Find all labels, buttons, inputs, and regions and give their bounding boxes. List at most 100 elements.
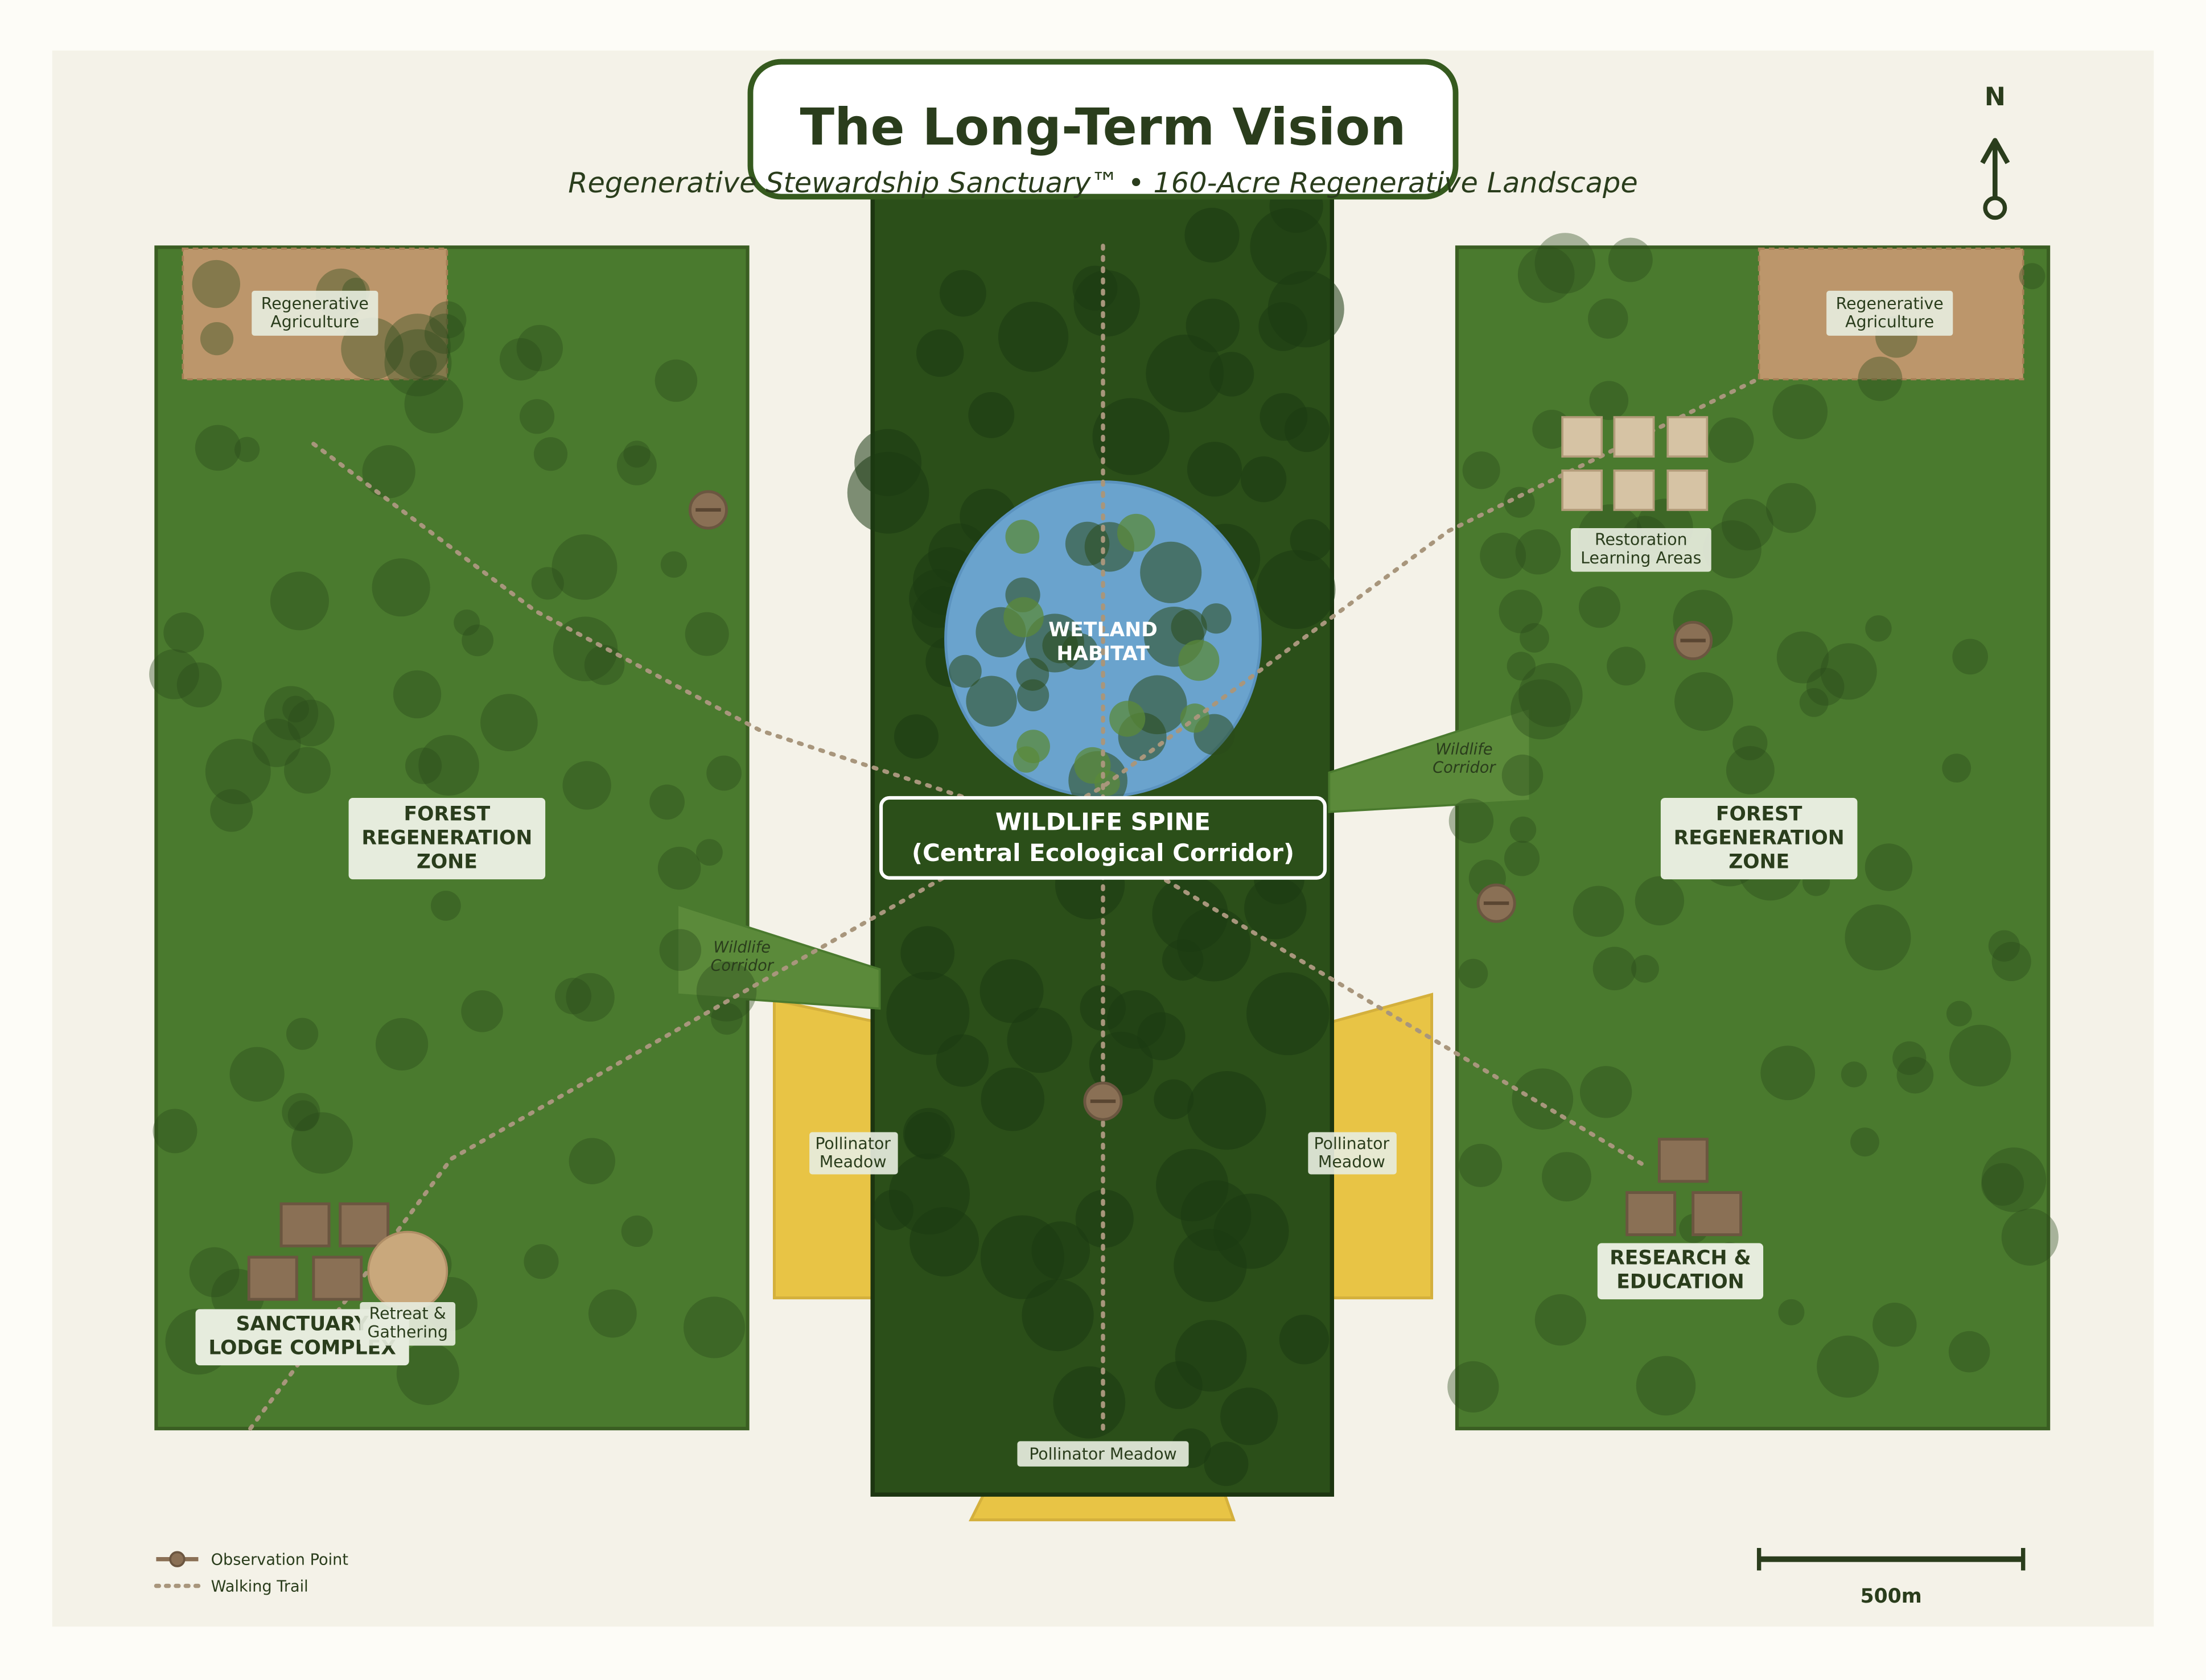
tree-canopy: [1156, 1148, 1229, 1222]
legend-observation-label: Observation Point: [211, 1551, 348, 1569]
observation-point[interactable]: [688, 490, 728, 530]
north-arrow: N: [1980, 83, 2010, 220]
tree-canopy: [1162, 939, 1204, 981]
observation-point[interactable]: [1476, 883, 1516, 923]
tree-canopy: [979, 959, 1044, 1023]
tree-canopy: [659, 929, 702, 971]
zone-labels: Regenerative Agriculture Regenerative Ag…: [195, 290, 1953, 1467]
tree-canopy: [404, 374, 463, 434]
spine-label-2: (Central Ecological Corridor): [912, 839, 1294, 867]
compass-ring-icon: [1983, 196, 2007, 220]
research-label-2: EDUCATION: [1616, 1270, 1744, 1293]
forest-right-label-3: ZONE: [1728, 850, 1789, 873]
retreat-label-2: Gathering: [367, 1323, 447, 1341]
retreat-label-1: Retreat &: [369, 1304, 446, 1323]
restoration-plot: [1666, 416, 1709, 458]
tree-canopy: [1013, 746, 1040, 773]
tree-canopy: [1817, 1335, 1879, 1398]
tree-canopy: [229, 1047, 285, 1102]
research-label-1: RESEARCH &: [1610, 1246, 1751, 1269]
tree-canopy: [886, 971, 970, 1055]
tree-canopy: [1007, 1007, 1072, 1073]
tree-canopy: [872, 1189, 914, 1230]
tree-canopy: [916, 329, 964, 377]
legend-observation-icon: [169, 1551, 186, 1567]
tree-canopy: [1284, 407, 1330, 452]
tree-canopy: [234, 437, 260, 463]
tree-canopy: [552, 534, 618, 600]
scale-bar: 500m: [1756, 1547, 2026, 1608]
tree-canopy: [1154, 1079, 1194, 1119]
tree-canopy: [660, 551, 688, 578]
scale-bar-label: 500m: [1861, 1585, 1922, 1608]
tree-canopy: [1459, 1143, 1503, 1187]
tree-canopy: [1507, 652, 1536, 681]
tree-canopy: [894, 714, 939, 759]
tree-canopy: [1061, 633, 1098, 670]
tree-canopy: [409, 350, 437, 378]
tree-canopy: [1589, 381, 1629, 420]
tree-canopy: [696, 961, 757, 1022]
tree-canopy: [287, 1100, 319, 1131]
tree-canopy: [1187, 1071, 1266, 1150]
lodge-building: [312, 1255, 363, 1301]
tree-canopy: [616, 445, 657, 485]
agriculture-right-label-2: Agriculture: [1845, 312, 1934, 331]
wildlife-corridor-left: [676, 903, 881, 1010]
tree-canopy: [200, 322, 234, 356]
restoration-label-1: Restoration: [1595, 530, 1688, 549]
research-buildings: [1625, 1138, 1743, 1237]
tree-canopy: [1948, 1331, 1990, 1373]
wetland-label-1: WETLAND: [1048, 619, 1158, 641]
tree-canopy: [375, 1018, 429, 1071]
research-building: [1691, 1191, 1743, 1237]
tree-canopy: [153, 1109, 197, 1154]
trail-diagonal-nw-se: [311, 442, 1648, 1168]
tree-canopy: [553, 616, 618, 682]
observation-point[interactable]: [1083, 1081, 1123, 1121]
tree-canopy: [291, 1112, 353, 1174]
tree-canopy: [1865, 615, 1892, 642]
tree-canopy: [1290, 519, 1332, 561]
tree-canopy: [981, 1067, 1045, 1131]
tree-canopy: [1841, 1061, 1867, 1088]
tree-canopy: [384, 329, 452, 397]
tree-canopy: [623, 440, 651, 468]
tree-canopy: [1003, 597, 1044, 637]
tree-canopy: [429, 301, 467, 339]
tree-canopy: [499, 338, 542, 381]
tree-canopy: [621, 1215, 653, 1247]
restoration-plot: [1561, 416, 1603, 458]
tree-canopy: [1279, 1315, 1330, 1365]
tree-canopy: [1515, 529, 1561, 575]
tree-canopy: [1462, 451, 1500, 489]
title-block: The Long-Term Vision Regenerative Stewar…: [568, 59, 1638, 200]
tree-canopy: [948, 654, 982, 688]
tree-canopy: [1588, 298, 1628, 339]
tree-canopy: [531, 567, 564, 600]
tree-canopy: [1981, 1147, 2047, 1212]
forest-left-label-2: REGENERATION: [361, 826, 532, 849]
tree-canopy: [1608, 237, 1653, 282]
tree-canopy: [1154, 1361, 1203, 1409]
legend: Observation Point Walking Trail: [154, 1551, 348, 1596]
tree-canopy: [1511, 679, 1571, 740]
tree-canopy: [1140, 541, 1202, 603]
tree-canopy: [1534, 1294, 1587, 1346]
tree-canopy: [566, 973, 615, 1022]
tree-canopy: [706, 755, 742, 791]
tree-canopy: [533, 437, 568, 471]
tree-canopy: [900, 926, 955, 981]
restoration-plot: [1666, 470, 1709, 511]
tree-canopy: [1186, 298, 1240, 353]
tree-canopy: [149, 649, 199, 699]
observation-point[interactable]: [1673, 620, 1713, 661]
tree-canopy: [1708, 417, 1754, 463]
restoration-plots: [1561, 416, 1709, 511]
corridor-right-label-1: Wildlife: [1435, 740, 1492, 758]
tree-canopy: [1512, 1068, 1574, 1130]
tree-canopy: [1760, 1045, 1816, 1101]
wildlife-corridor-right: [1328, 706, 1532, 813]
tree-canopy: [287, 699, 335, 747]
tree-canopy: [1732, 725, 1768, 761]
